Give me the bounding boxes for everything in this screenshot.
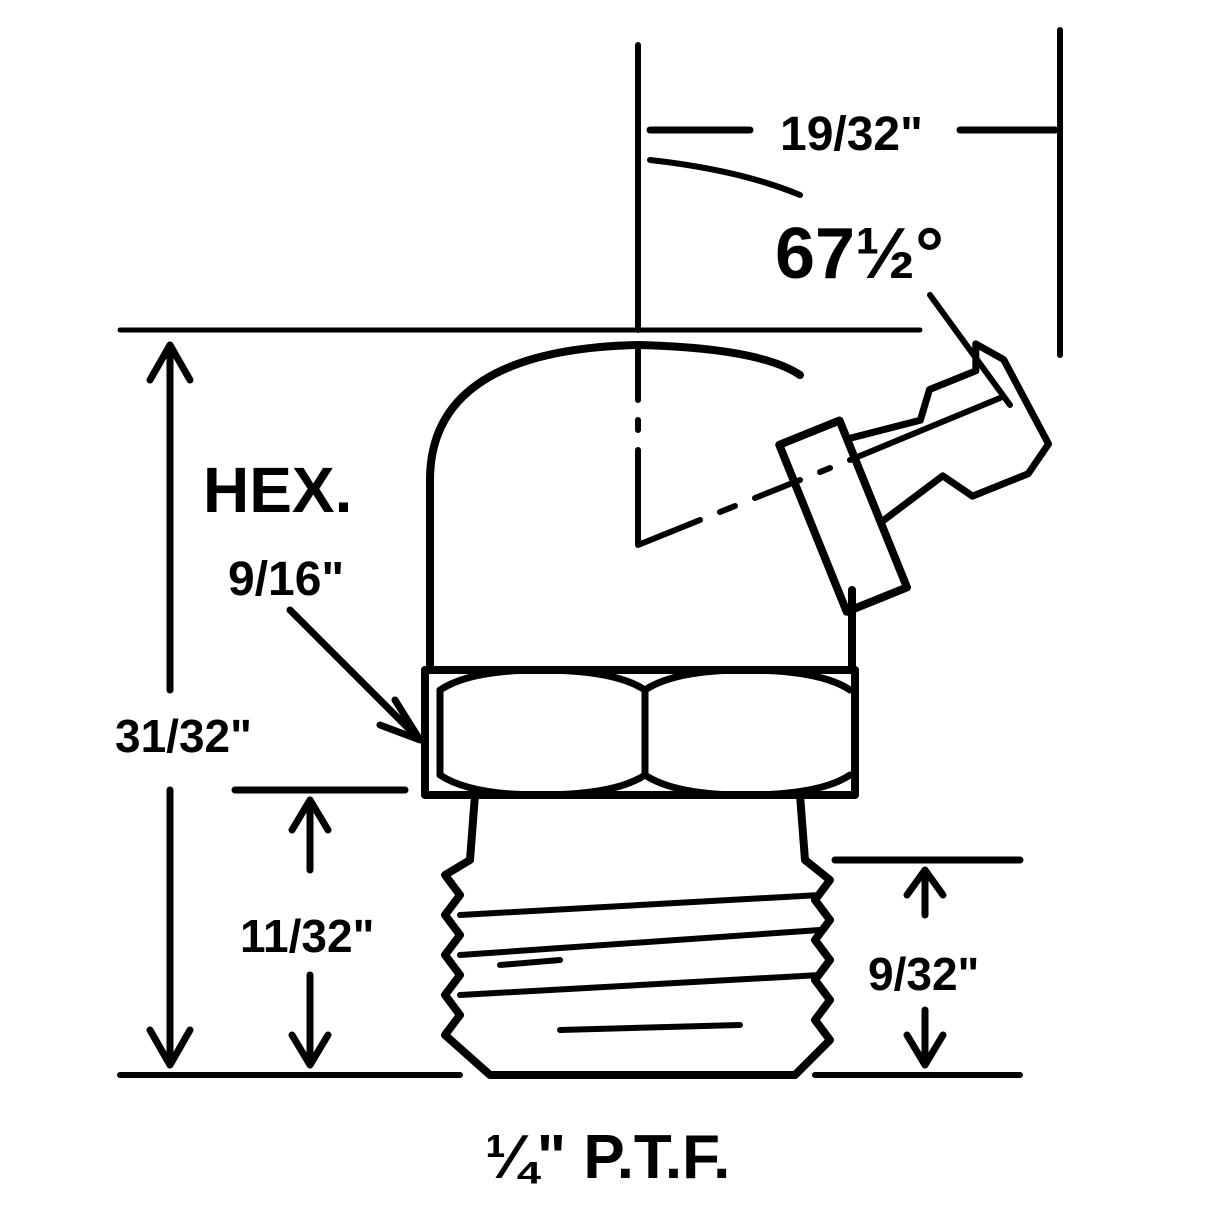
hex-size-label: 9/16" xyxy=(228,553,344,606)
dim-11-32 xyxy=(231,786,409,1069)
dim-9-32 xyxy=(831,856,1024,1069)
dome-body xyxy=(426,341,856,674)
angle-label: 67½° xyxy=(775,214,944,294)
angle-arc xyxy=(647,157,803,198)
centerline-dashes xyxy=(635,347,1003,548)
hex-nut xyxy=(421,666,859,799)
thread-length-label: 11/32" xyxy=(240,910,374,962)
overall-height-label: 31/32" xyxy=(115,710,252,762)
dim-31-32 xyxy=(146,341,194,1069)
offset-label: 19/32" xyxy=(780,108,923,161)
hex-label: HEX. xyxy=(203,454,352,526)
gauge-height-label: 9/32" xyxy=(868,948,979,1000)
thread-spec-label: ¼" P.T.F. xyxy=(485,1123,730,1192)
hex-leader xyxy=(286,606,424,744)
thread-body xyxy=(441,791,834,1079)
